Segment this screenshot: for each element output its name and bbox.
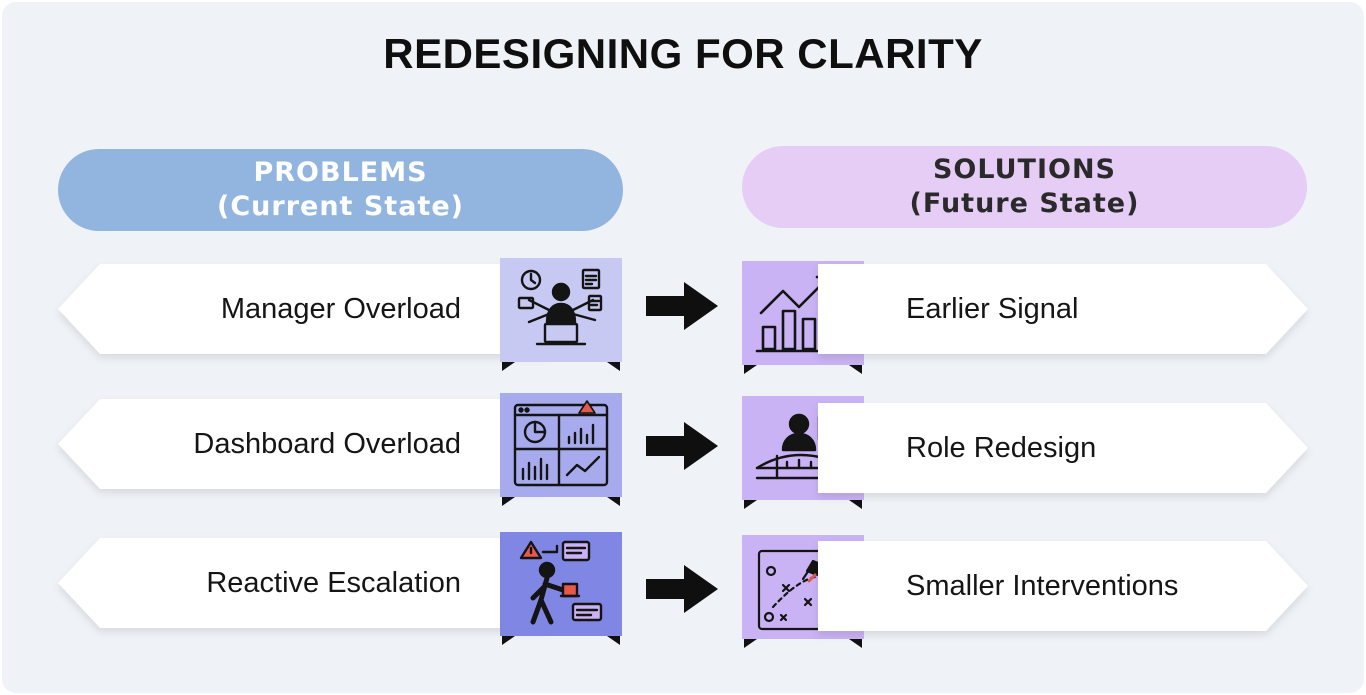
problem-label: Reactive Escalation: [206, 566, 461, 599]
problem-banner-dashboard-overload: Dashboard Overload: [58, 399, 548, 489]
arrow-right-icon: [646, 422, 718, 470]
solution-label: Earlier Signal: [906, 292, 1079, 325]
solution-label: Role Redesign: [906, 431, 1097, 464]
problem-label: Manager Overload: [220, 292, 461, 325]
multitasking-manager-icon: [500, 258, 622, 371]
dashboard-charts-icon: [500, 393, 622, 506]
problem-banner-manager-overload: Manager Overload: [58, 264, 548, 354]
escalation-alert-icon: [500, 532, 622, 645]
solution-banner-role-redesign: Role Redesign: [818, 403, 1308, 493]
arrow-right-icon: [646, 565, 718, 613]
problem-banner-reactive-escalation: Reactive Escalation: [58, 538, 548, 628]
solution-banner-smaller-interventions: Smaller Interventions: [818, 541, 1308, 631]
arrow-right-icon: [646, 282, 718, 330]
solutions-header-title: SOLUTIONS: [932, 154, 1117, 185]
problems-header-title: PROBLEMS: [253, 157, 428, 188]
solutions-header: SOLUTIONS (Future State): [742, 146, 1307, 228]
problem-label: Dashboard Overload: [193, 427, 461, 460]
problems-header: PROBLEMS (Current State): [58, 149, 623, 231]
problems-header-subtitle: (Current State): [217, 191, 464, 222]
solution-banner-earlier-signal: Earlier Signal: [818, 264, 1308, 354]
solutions-header-subtitle: (Future State): [909, 188, 1140, 219]
diagram-title: REDESIGNING FOR CLARITY: [383, 30, 983, 77]
solution-label: Smaller Interventions: [906, 569, 1179, 602]
